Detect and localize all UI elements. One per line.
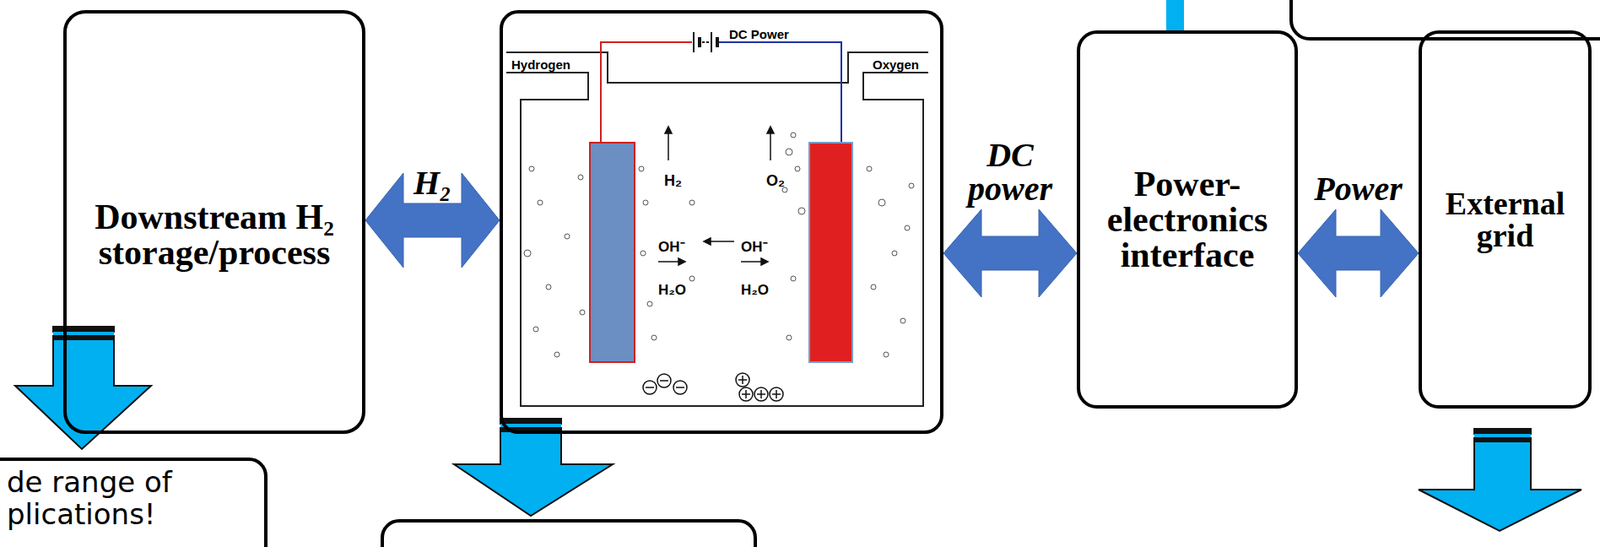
down-arrow	[1418, 428, 1582, 531]
electrolyzer-box: DC PowerHydrogen OxygenH₂ O₂ OH⁻ OH⁻ H₂O H₂O	[499, 10, 944, 434]
note-text: de range of plications!	[6, 465, 228, 530]
gas-bubbles	[524, 132, 914, 357]
illustration-label: O₂	[766, 172, 785, 190]
partial-box	[382, 520, 756, 547]
charge-symbol	[643, 372, 784, 401]
note-box: de range of plications!	[0, 457, 268, 547]
box-label: External grid	[1427, 187, 1584, 252]
illustration-label: Hydrogen	[511, 57, 571, 72]
illustration-label: Oxygen	[872, 57, 919, 72]
illustration-label: H₂O	[658, 281, 687, 299]
double-arrow	[1297, 209, 1419, 298]
edge-label: H₂	[413, 166, 452, 200]
battery-symbol	[693, 32, 718, 53]
illustration-label: OH⁻	[658, 236, 686, 256]
electrolyzer-tank	[506, 52, 929, 406]
anode	[809, 142, 853, 363]
illustration-label: H₂O	[740, 281, 769, 299]
dc-wire	[600, 42, 842, 143]
edge-label: Power	[1313, 172, 1402, 206]
cyan-bar	[1166, 0, 1184, 31]
box-label: Downstream H₂ storage/process	[73, 199, 356, 271]
grid-box: External grid	[1418, 30, 1592, 409]
flow-arrow	[658, 126, 774, 265]
converter-box: Power- electronics interface	[1076, 30, 1298, 409]
cathode	[589, 142, 635, 363]
edge-label: DC power	[967, 138, 1053, 206]
box-label: Power- electronics interface	[1086, 166, 1288, 273]
illustration-label: OH⁻	[740, 236, 768, 256]
double-arrow	[943, 209, 1077, 298]
storage-box: Downstream H₂ storage/process	[63, 10, 366, 434]
illustration-label: DC Power	[729, 27, 790, 42]
illustration-label: H₂	[664, 172, 682, 190]
